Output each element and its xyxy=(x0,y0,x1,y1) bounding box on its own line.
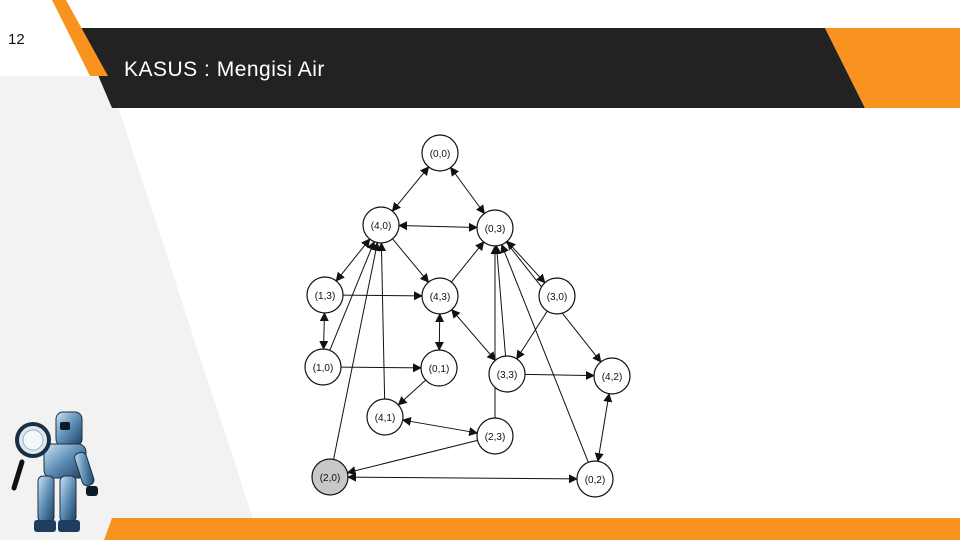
state-node-label: (0,1) xyxy=(429,364,450,375)
edge-n41-n23 xyxy=(403,420,478,433)
edge-n03-n30 xyxy=(507,241,545,282)
edge-n00-n40 xyxy=(392,167,428,211)
state-node-label: (4,1) xyxy=(375,413,396,424)
state-node: (0,2) xyxy=(577,461,613,497)
state-node-label: (3,0) xyxy=(547,292,568,303)
state-node-label: (3,3) xyxy=(497,370,518,381)
edge-n33-n42 xyxy=(525,374,594,375)
state-graph: (0,0) (4,0) (0,3) (1,3) (4,3) (3,0) (1,0) (0,1)… xyxy=(305,135,630,497)
edge-n43-n03 xyxy=(451,242,483,282)
edge-n41-n40 xyxy=(381,243,384,399)
state-node: (4,0) xyxy=(363,207,399,243)
state-node: (0,0) xyxy=(422,135,458,171)
state-node-label: (4,3) xyxy=(430,292,451,303)
state-node-label: (2,3) xyxy=(485,432,506,443)
state-node-label: (1,3) xyxy=(315,291,336,302)
state-node: (1,3) xyxy=(307,277,343,313)
state-node: (2,3) xyxy=(477,418,513,454)
background-left-panel xyxy=(0,76,260,540)
state-node: (0,3) xyxy=(477,210,513,246)
state-node: (2,0) xyxy=(312,459,348,495)
state-node-label: (4,2) xyxy=(602,372,623,383)
state-node-label: (1,0) xyxy=(313,363,334,374)
edge-n00-n03 xyxy=(451,168,485,214)
state-node: (1,0) xyxy=(305,349,341,385)
edge-n40-n13 xyxy=(336,239,370,281)
state-node-label: (0,3) xyxy=(485,224,506,235)
state-node: (3,3) xyxy=(489,356,525,392)
edge-n02-n03 xyxy=(502,245,589,463)
state-node: (3,0) xyxy=(539,278,575,314)
edge-n23-n20 xyxy=(347,440,477,472)
edge-n20-n02 xyxy=(348,477,577,479)
state-node-label: (2,0) xyxy=(320,473,341,484)
edge-n33-n03 xyxy=(496,246,505,356)
edge-n10-n01 xyxy=(341,367,421,368)
edge-n40-n43 xyxy=(393,239,429,282)
state-node: (4,3) xyxy=(422,278,458,314)
edge-n01-n41 xyxy=(398,380,425,405)
state-node: (0,1) xyxy=(421,350,457,386)
edge-n13-n10 xyxy=(323,313,324,349)
slide-title: KASUS : Mengisi Air xyxy=(124,58,325,82)
slide-number: 12 xyxy=(8,31,25,48)
state-node-label: (4,0) xyxy=(371,221,392,232)
footer-accent-bar xyxy=(104,518,960,540)
edge-n43-n01 xyxy=(439,314,440,350)
edge-n42-n02 xyxy=(598,394,609,461)
state-node: (4,1) xyxy=(367,399,403,435)
edge-n40-n03 xyxy=(399,225,477,227)
state-node-label: (0,2) xyxy=(585,475,606,486)
edge-n30-n33 xyxy=(517,311,548,359)
edge-n43-n33 xyxy=(452,310,496,361)
state-node: (4,2) xyxy=(594,358,630,394)
state-node-label: (0,0) xyxy=(430,149,451,160)
